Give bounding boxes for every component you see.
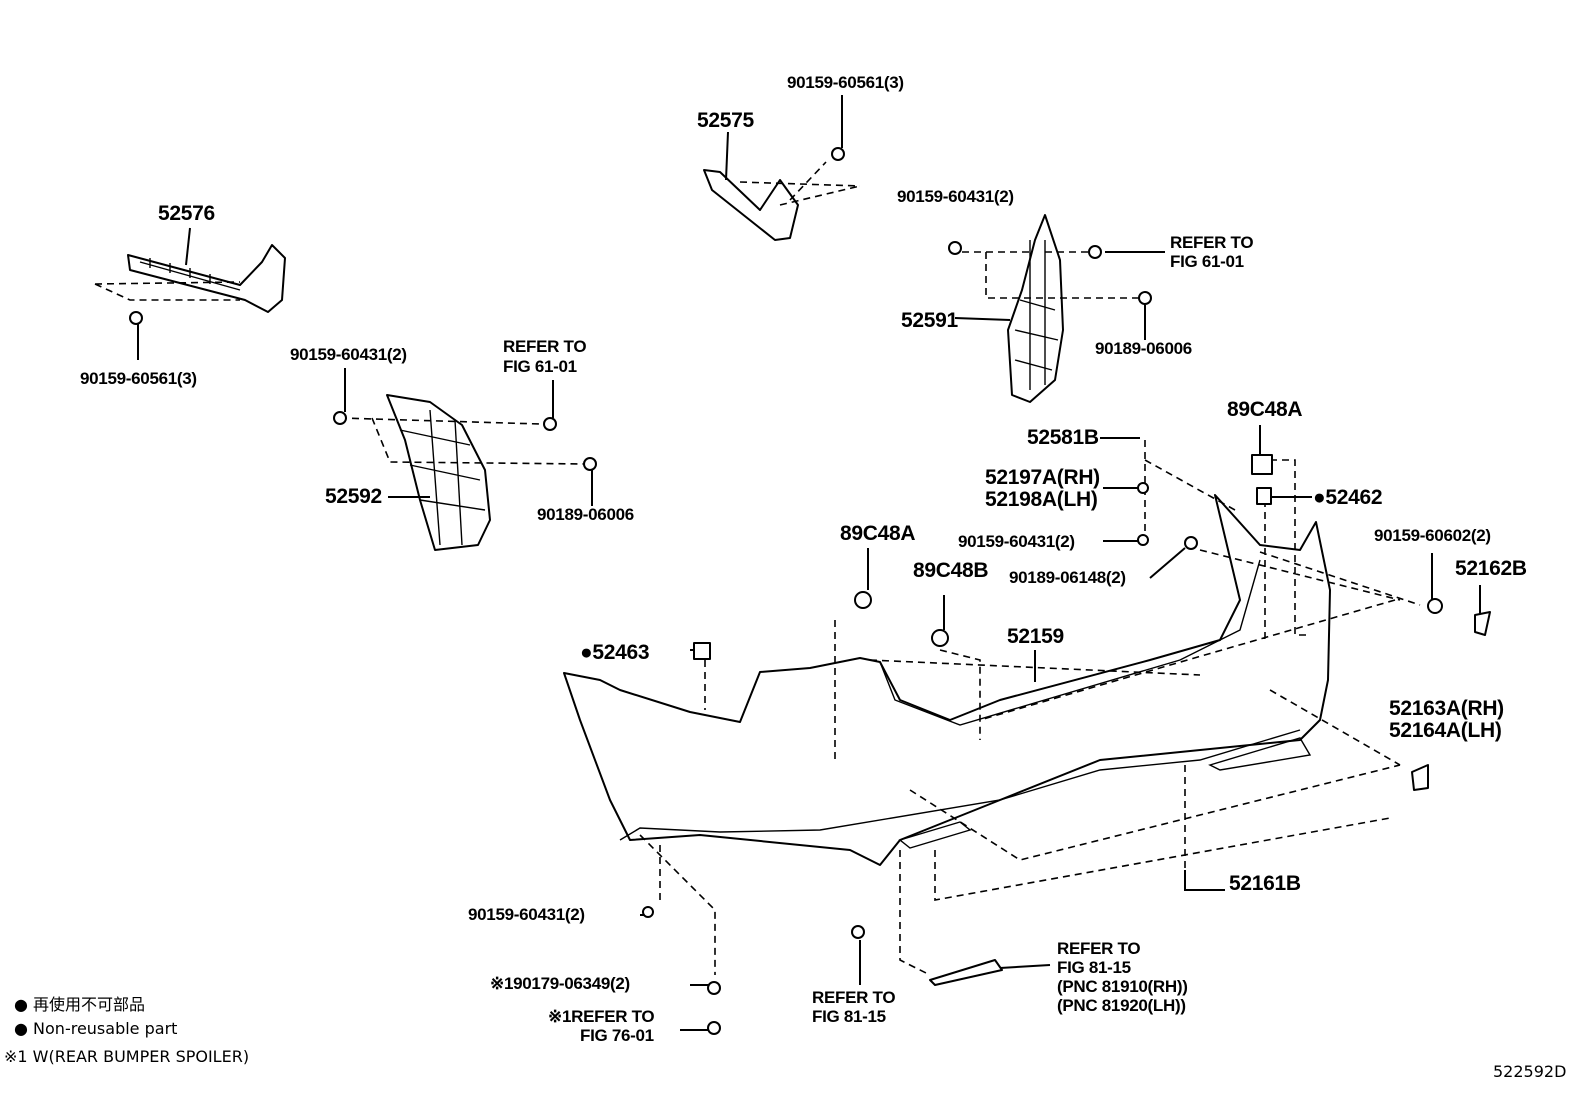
legend-non-reusable-jp: ● 再使用不可部品 bbox=[14, 995, 145, 1014]
label-cover-lh: 52164A(LH) bbox=[1389, 719, 1502, 742]
label-lower-refer-1: REFER TO bbox=[812, 988, 895, 1007]
label-left-bolt: 90159-60561(3) bbox=[80, 369, 197, 388]
label-lower-clip: 90159-60431(2) bbox=[468, 905, 585, 924]
label-lh-refer-1: REFER TO bbox=[503, 337, 586, 356]
label-nut-center: 90189-06148(2) bbox=[1009, 568, 1126, 587]
liner-52591 bbox=[948, 214, 1165, 403]
label-reflector-refer-1: REFER TO bbox=[1057, 939, 1140, 958]
label-screw-right: 90159-60602(2) bbox=[1374, 526, 1491, 545]
label-lh-clip: 90159-60431(2) bbox=[290, 345, 407, 364]
label-pad-right: ●52462 bbox=[1313, 486, 1382, 509]
label-retainer-lh: 52198A(LH) bbox=[985, 488, 1098, 511]
bracket-52575 bbox=[703, 95, 861, 241]
label-retainer-rh: 52197A(RH) bbox=[985, 466, 1100, 489]
label-rh-refer-2: FIG 61-01 bbox=[1170, 252, 1244, 271]
legend-non-reusable-en: ● Non-reusable part bbox=[14, 1019, 177, 1038]
label-reflector-pnc-rh: (PNC 81910(RH)) bbox=[1057, 977, 1188, 996]
label-spoiler-screw: ※190179-06349(2) bbox=[490, 974, 630, 993]
label-bracket-lh: 52576 bbox=[158, 202, 215, 225]
legend-note: ※1 W(REAR BUMPER SPOILER) bbox=[4, 1047, 249, 1066]
bumper-cover-52159 bbox=[563, 425, 1491, 1035]
label-cover-rh: 52163A(RH) bbox=[1389, 697, 1504, 720]
label-pad-left: ●52463 bbox=[580, 641, 649, 664]
label-retainer-a-right: 89C48A bbox=[1227, 398, 1302, 421]
label-rh-refer-1: REFER TO bbox=[1170, 233, 1253, 252]
label-spoiler-refer-1: ※1REFER TO bbox=[548, 1007, 654, 1026]
label-lower-refer-2: FIG 81-15 bbox=[812, 1007, 886, 1026]
diagram-id: 522592D bbox=[1493, 1062, 1566, 1081]
liner-52592 bbox=[333, 368, 597, 551]
label-retainer-b: 89C48B bbox=[913, 559, 988, 582]
label-top-bolt: 90159-60561(3) bbox=[787, 73, 904, 92]
label-retainer-a-left: 89C48A bbox=[840, 522, 915, 545]
label-bracket-rh: 52575 bbox=[697, 109, 755, 132]
label-cap-right: 52162B bbox=[1455, 557, 1527, 580]
label-reflector-pnc-lh: (PNC 81920(LH)) bbox=[1057, 996, 1186, 1015]
label-clip-bottom: 52161B bbox=[1229, 872, 1301, 895]
label-rh-nut: 90189-06006 bbox=[1095, 339, 1192, 358]
label-bumper-cover: 52159 bbox=[1007, 625, 1064, 648]
label-reflector-refer-2: FIG 81-15 bbox=[1057, 958, 1131, 977]
label-lh-nut: 90189-06006 bbox=[537, 505, 634, 524]
label-rh-liner: 52591 bbox=[901, 309, 959, 332]
label-lh-liner: 52592 bbox=[325, 485, 382, 508]
label-spoiler-refer-2: FIG 76-01 bbox=[580, 1026, 654, 1045]
label-lh-refer-2: FIG 61-01 bbox=[503, 357, 577, 376]
label-spacer: 52581B bbox=[1027, 426, 1099, 449]
bracket-52576 bbox=[94, 227, 286, 360]
label-center-clip: 90159-60431(2) bbox=[958, 532, 1075, 551]
label-rh-clip: 90159-60431(2) bbox=[897, 187, 1014, 206]
